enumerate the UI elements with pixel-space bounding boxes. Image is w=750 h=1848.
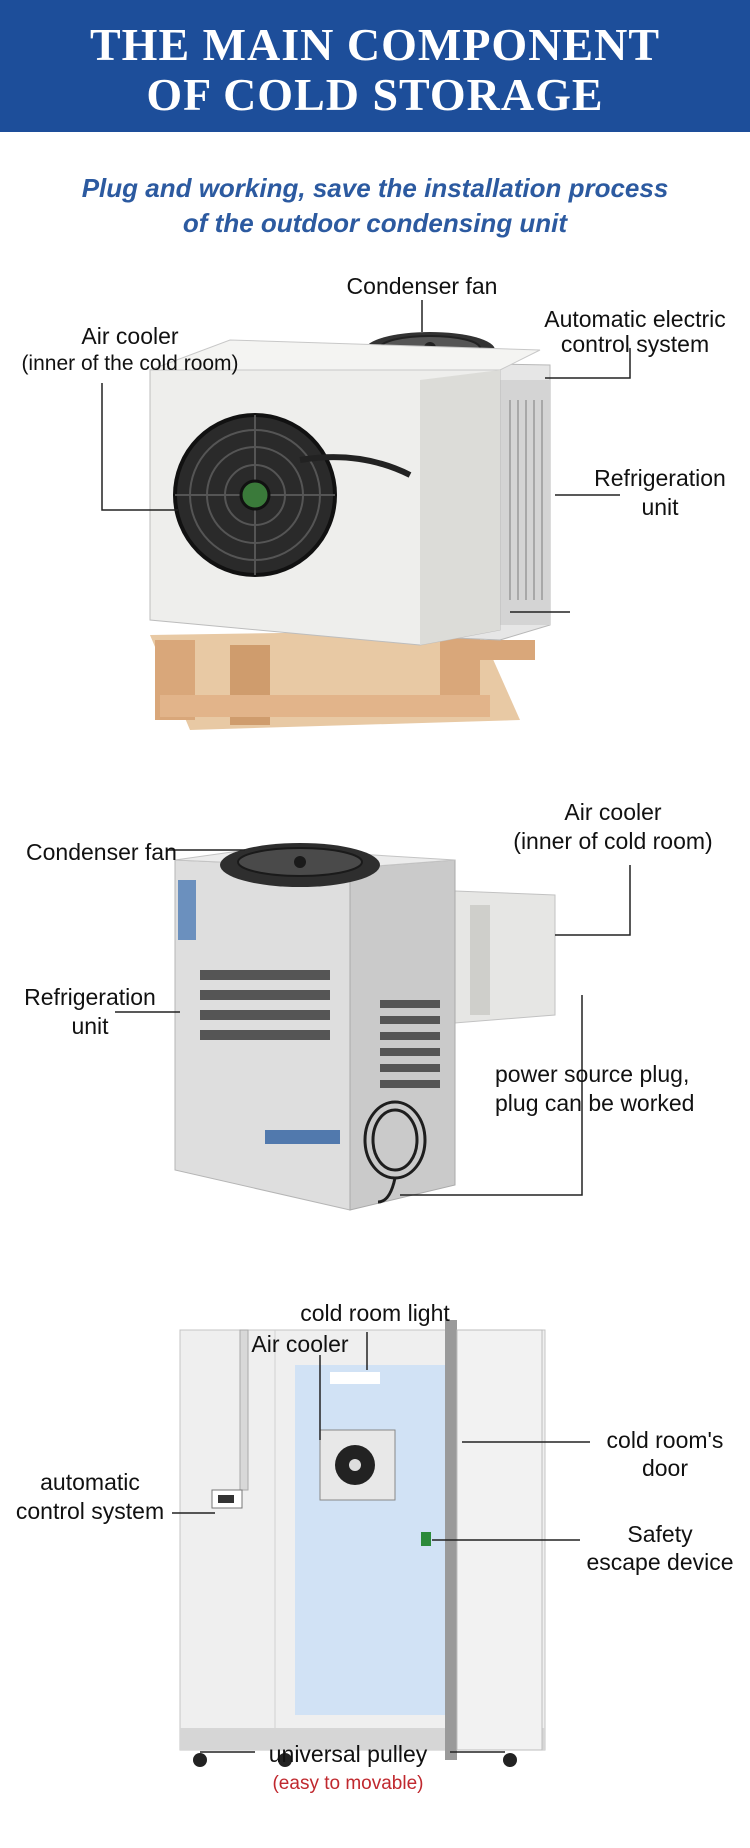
s3-door-label-line1: cold room's xyxy=(606,1427,724,1453)
s2-plug-label-line1: power source plug, xyxy=(495,1061,690,1087)
s2-refrigeration-label-line2: unit xyxy=(71,1013,109,1039)
s2-air-cooler-box xyxy=(429,889,556,1026)
s3-safety-label-line1: Safety xyxy=(627,1521,693,1547)
s1-auto-control-label-line1: Automatic electric xyxy=(544,306,726,332)
s1-refrigeration-label-line1: Refrigeration xyxy=(594,465,726,491)
cold-room-illustration xyxy=(172,1320,590,1767)
s1-auto-control-label-line2: control system xyxy=(560,331,710,357)
pulley-wheels xyxy=(193,1753,517,1767)
s2-refrigeration-label-line1: Refrigeration xyxy=(24,984,156,1010)
s3-air-cooler-label: Air cooler xyxy=(251,1331,349,1357)
cold-room-interior xyxy=(295,1365,445,1715)
s3-pulley-note: (easy to movable) xyxy=(272,1773,424,1794)
s3-pulley-label: universal pulley xyxy=(268,1741,428,1767)
s2-power-cord xyxy=(363,1100,427,1204)
subtitle-line2: of the outdoor condensing unit xyxy=(182,208,568,238)
monoblock-unit-illustration xyxy=(101,300,631,730)
header-title-line1: THE MAIN COMPONENT xyxy=(90,19,660,70)
s1-refrigeration-label-line2: unit xyxy=(641,494,679,520)
s1-air-cooler-label-line2: (inner of the cold room) xyxy=(21,352,239,375)
s2-condenser-fan xyxy=(220,843,380,887)
header-title-line2: OF COLD STORAGE xyxy=(146,69,604,120)
s2-air-cooler-label-line2: (inner of cold room) xyxy=(513,828,713,854)
s2-plug-label-line2: plug can be worked xyxy=(495,1090,695,1116)
s2-air-cooler-label-line1: Air cooler xyxy=(564,799,662,825)
air-cooler-fan xyxy=(173,413,412,577)
s3-light-label: cold room light xyxy=(300,1300,450,1326)
s1-air-cooler-label-line1: Air cooler xyxy=(81,323,179,349)
section2-leader-lines xyxy=(115,849,631,1196)
wooden-pallet xyxy=(150,630,535,730)
s1-condenser-fan-label: Condenser fan xyxy=(346,273,498,299)
s3-door-label-line2: door xyxy=(641,1455,689,1481)
s3-auto-control-label-line2: control system xyxy=(15,1498,165,1524)
s3-auto-control-label-line1: automatic xyxy=(40,1469,140,1495)
s2-condenser-fan-label: Condenser fan xyxy=(26,839,177,865)
refrigeration-unit-illustration xyxy=(115,843,631,1211)
subtitle-line1: Plug and working, save the installation … xyxy=(81,173,669,203)
header-banner: THE MAIN COMPONENT OF COLD STORAGE xyxy=(0,0,750,132)
control-system-box xyxy=(211,1329,249,1509)
section3-leader-lines xyxy=(172,1332,590,1753)
s3-safety-label-line2: escape device xyxy=(586,1549,734,1575)
section1-leader-lines xyxy=(101,300,631,613)
